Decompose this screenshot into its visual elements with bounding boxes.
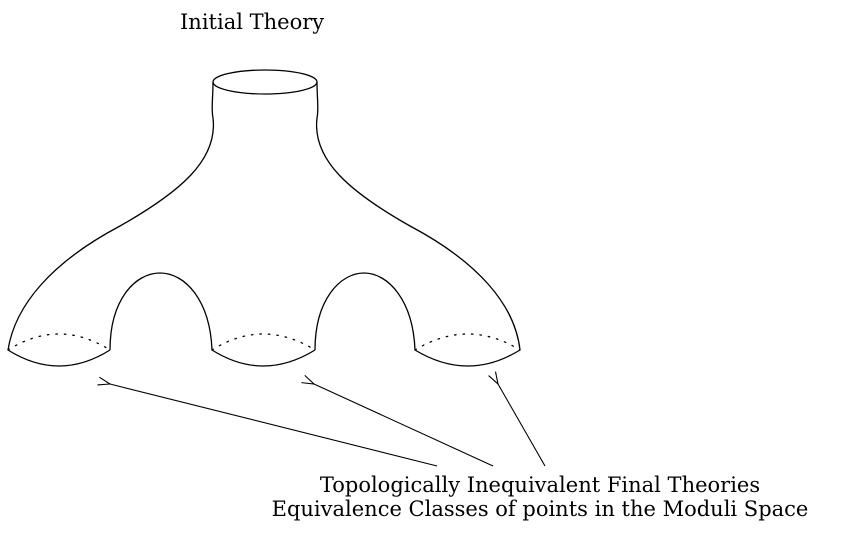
- leg-2-front-boundary: [211, 349, 316, 367]
- arrow-to-leg-1: [110, 384, 438, 467]
- right-inner-arch: [314, 272, 416, 351]
- arrow-to-leg-2: [314, 384, 494, 467]
- leg-2-back-boundary: [211, 333, 316, 351]
- arrow-to-leg-3: [498, 384, 546, 467]
- right-outer-contour: [315, 81, 521, 351]
- leg-1-back-boundary: [7, 333, 111, 351]
- leg-3-front-boundary: [414, 349, 521, 367]
- left-outer-contour: [7, 81, 215, 351]
- top-boundary-circle: [212, 69, 318, 95]
- final-theories-caption: Topologically Inequivalent Final Theorie…: [230, 473, 850, 521]
- caption-line-2: Equivalence Classes of points in the Mod…: [271, 497, 809, 521]
- caption-line-1: Topologically Inequivalent Final Theorie…: [319, 473, 761, 497]
- initial-theory-label: Initial Theory: [180, 10, 325, 34]
- leg-1-front-boundary: [7, 349, 111, 367]
- left-inner-arch: [109, 272, 213, 351]
- leg-3-back-boundary: [414, 333, 521, 351]
